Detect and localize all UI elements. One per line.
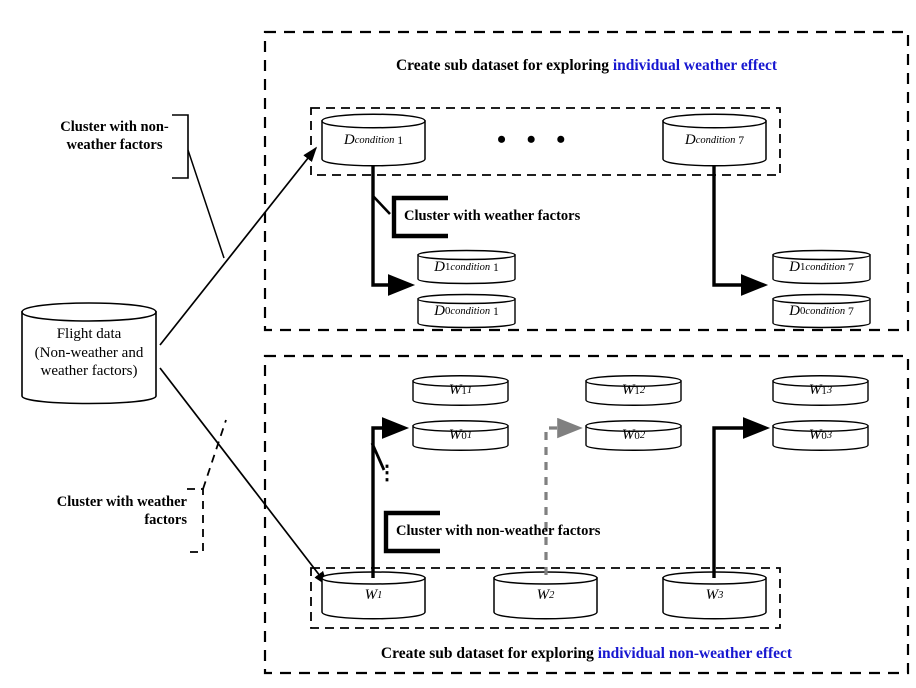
cluster-non-weather-line-2: weather factors — [66, 136, 163, 153]
cluster-weather-label: Cluster with weather factors — [40, 494, 187, 529]
flight-data-line-1: Flight data — [56, 325, 122, 342]
flight-data-line-3: weather factors) — [40, 363, 138, 380]
label-w1-sub: 1 — [377, 590, 383, 601]
arrow-to-top-panel — [159, 146, 318, 346]
label-d0-condition-7-base: D — [789, 302, 800, 319]
top-panel-title: Create sub dataset for exploring individ… — [265, 57, 908, 75]
label-d-condition-1-idx: 1 — [397, 133, 404, 147]
flight-data-line-2: (Non-weather and — [34, 344, 144, 361]
gray-dashed-connector — [544, 417, 583, 575]
label-w1-sup1-base: W — [448, 382, 462, 398]
elbow-connector-top-right — [712, 166, 769, 296]
cluster-non-weather-label: Cluster with non- weather factors — [57, 119, 172, 154]
top-ellipsis: • • • — [497, 125, 573, 154]
label-d1-condition-7-idx: 7 — [848, 260, 854, 274]
label-w2-sup1-base: W — [621, 382, 635, 398]
label-w2-sup1-sub: 2 — [639, 385, 646, 396]
label-d0-condition-7-idx: 7 — [848, 304, 854, 318]
bottom-panel-title: Create sub dataset for exploring individ… — [265, 645, 908, 663]
weather-split-label: Cluster with weather factors — [404, 208, 581, 224]
label-d0-condition-1-idx: 1 — [493, 304, 499, 318]
label-d-condition-7-sub: condition — [695, 134, 736, 146]
label-d0-condition-7-sub: condition — [805, 305, 846, 317]
cluster-weather-line-2: factors — [144, 511, 187, 528]
label-d1-condition-7-sub: condition — [805, 261, 846, 273]
bottom-panel-title-blue: individual non-weather effect — [597, 645, 793, 662]
label-d0-condition-1-base: D — [434, 302, 445, 319]
label-d1-condition-1-base: D — [434, 258, 445, 275]
label-w3-sup1-base: W — [808, 382, 822, 398]
label-w3-sup1-sub: 3 — [826, 385, 833, 396]
cluster-weather-bracket — [187, 419, 227, 553]
elbow-connector-bottom-left — [371, 417, 410, 578]
label-w3-sup0-base: W — [808, 427, 822, 443]
cluster-non-weather-line-1: Cluster with non- — [60, 119, 169, 135]
nonweather-split-label: Cluster with non-weather factors — [396, 523, 601, 539]
flight-data-cylinder: Flight data (Non-weather and weather fac… — [22, 300, 156, 406]
label-w3-sub: 3 — [718, 590, 724, 601]
label-d-condition-1-sub: condition — [354, 134, 395, 146]
label-d-condition-7-idx: 7 — [738, 133, 745, 147]
cluster-non-weather-bracket — [172, 114, 225, 259]
arrow-to-bottom-panel — [159, 367, 329, 587]
label-d1-condition-1-sub: condition — [450, 261, 491, 273]
label-w2-base: W — [536, 587, 550, 603]
label-w1-sup0-base: W — [448, 427, 462, 443]
label-d1-condition-7-base: D — [789, 258, 800, 275]
top-panel-title-blue: individual weather effect — [612, 57, 777, 74]
top-panel-title-black: Create sub dataset for exploring — [395, 57, 613, 74]
label-d-condition-7-base: D — [684, 131, 696, 148]
top-panel-border — [263, 30, 910, 332]
elbow-connector-bottom-right — [712, 417, 771, 578]
bottom-panel-title-black: Create sub dataset for exploring — [380, 645, 598, 662]
label-d0-condition-1-sub: condition — [450, 305, 491, 317]
bottom-vertical-ellipsis: ⋮ — [377, 462, 397, 484]
cluster-weather-line-1: Cluster with weather — [56, 494, 187, 510]
label-w2-sup0-base: W — [621, 427, 635, 443]
label-d-condition-1-base: D — [343, 131, 355, 148]
label-w1-sup0-sub: 1 — [466, 430, 473, 441]
label-w3-base: W — [705, 587, 719, 603]
label-w2-sub: 2 — [549, 590, 555, 601]
label-w2-sup0-sub: 2 — [639, 430, 646, 441]
label-w1-base: W — [364, 587, 378, 603]
label-w3-sup0-sub: 3 — [826, 430, 833, 441]
weather-split-label-tick — [372, 195, 391, 215]
label-d1-condition-1-idx: 1 — [493, 260, 499, 274]
label-w1-sup1-sub: 1 — [466, 385, 473, 396]
